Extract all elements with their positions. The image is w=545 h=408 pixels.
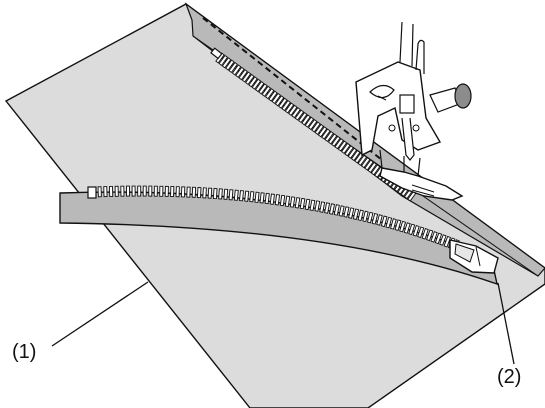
zipper-tooth: [132, 186, 135, 196]
zipper-tooth: [149, 186, 152, 196]
zipper-tooth: [187, 187, 190, 197]
zipper-tooth: [224, 189, 228, 199]
zipper-tooth: [165, 186, 168, 196]
callout-leader-1: [52, 282, 148, 346]
zipper-tooth: [109, 186, 112, 196]
zipper-tooth: [219, 189, 223, 199]
zipper-tooth: [260, 193, 264, 203]
zipper-tooth: [245, 191, 249, 201]
zipper-tooth: [154, 186, 157, 196]
zipper-tooth: [240, 191, 244, 201]
zipper-tooth: [171, 186, 174, 196]
zipper-tooth: [197, 188, 201, 198]
callout-label-fabric: (1): [12, 342, 36, 362]
zipper-tooth: [213, 189, 217, 199]
zipper-tooth: [265, 193, 269, 203]
zipper-tooth: [160, 186, 163, 196]
zipper-tooth: [104, 187, 107, 197]
zipper-tooth: [181, 187, 184, 197]
zipper-tooth: [126, 186, 129, 196]
zipper-tooth: [270, 194, 274, 204]
zipper-tooth: [208, 188, 212, 198]
callout-label-zipper-tape: (2): [497, 367, 521, 387]
zipper-tooth: [176, 187, 179, 197]
zipper-tooth: [229, 190, 233, 200]
zipper-end-stop: [88, 187, 96, 198]
zipper-tooth: [121, 186, 124, 196]
zipper-tooth: [138, 186, 141, 196]
zipper-tooth: [250, 192, 254, 202]
zipper-tooth: [203, 188, 207, 198]
zipper-tooth: [192, 187, 195, 197]
zipper-tooth: [234, 190, 238, 200]
zipper-tooth: [115, 186, 118, 196]
zipper-tooth: [255, 192, 259, 202]
zipper-tooth: [98, 187, 101, 197]
zipper-tooth: [143, 186, 146, 196]
